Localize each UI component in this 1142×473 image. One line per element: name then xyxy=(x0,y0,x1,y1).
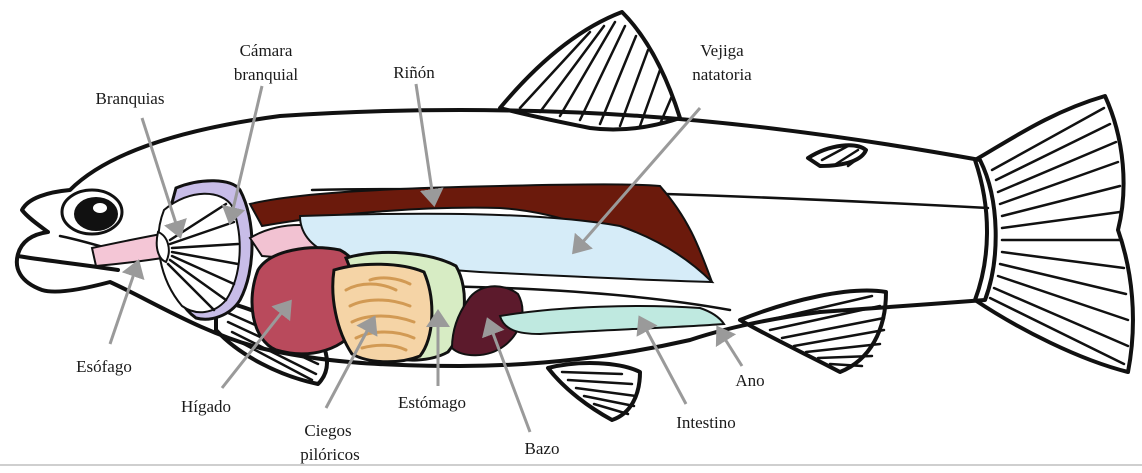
pelvic-fin xyxy=(548,363,640,420)
gills xyxy=(157,194,240,313)
label-vejiga-line1: Vejiga xyxy=(700,41,744,60)
leader-ano xyxy=(718,328,742,366)
leader-rinon xyxy=(416,84,434,204)
leader-esofago xyxy=(110,262,138,344)
leader-intestino xyxy=(640,318,686,404)
label-ciegos-line1: Ciegos xyxy=(304,421,351,440)
label-intestino: Intestino xyxy=(676,413,736,432)
eye xyxy=(62,190,122,234)
anal-fin xyxy=(740,291,886,372)
label-camara-line1: Cámara xyxy=(240,41,293,60)
label-camara-line2: branquial xyxy=(234,65,298,84)
label-estomago: Estómago xyxy=(398,393,466,412)
intestine xyxy=(500,306,724,334)
label-ciegos-line2: pilóricos xyxy=(300,445,360,464)
label-higado: Hígado xyxy=(181,397,231,416)
label-ano: Ano xyxy=(735,371,764,390)
label-bazo: Bazo xyxy=(525,439,560,458)
label-branquias: Branquias xyxy=(96,89,165,108)
label-vejiga-line2: natatoria xyxy=(692,65,752,84)
adipose-fin xyxy=(808,145,866,166)
label-esofago: Esófago xyxy=(76,357,132,376)
pyloric-caeca xyxy=(333,264,432,362)
label-rinon: Riñón xyxy=(393,63,435,82)
caudal-fin xyxy=(975,96,1133,372)
